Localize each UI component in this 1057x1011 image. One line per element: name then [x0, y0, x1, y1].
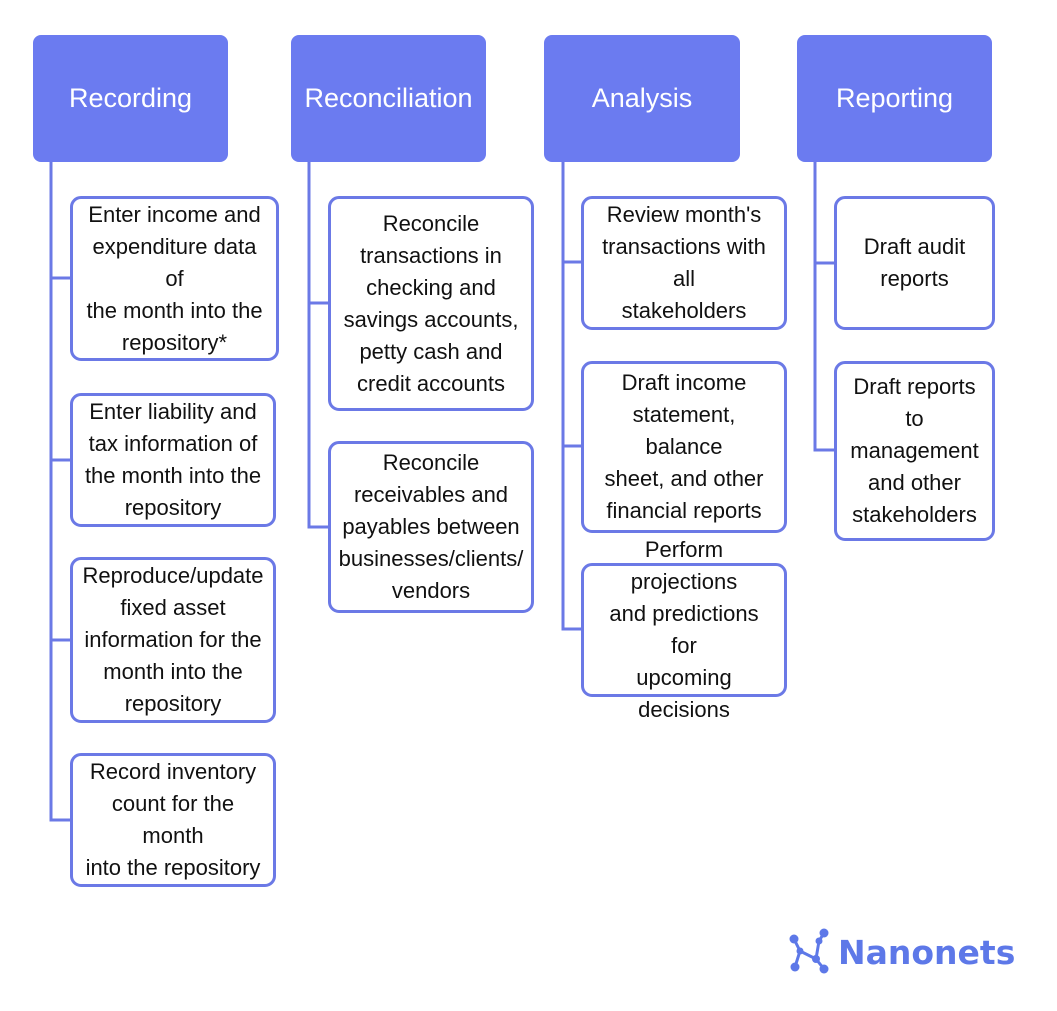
logo-text: Nanonets: [838, 932, 1016, 972]
header-analysis-label: Analysis: [591, 83, 693, 113]
header-reconciliation-label: Reconciliation: [304, 83, 473, 113]
header-analysis: Analysis: [544, 35, 740, 162]
header-reporting-label: Reporting: [835, 83, 954, 113]
header-recording: Recording: [33, 35, 228, 162]
nanonets-logo-icon: [789, 928, 829, 974]
header-reconciliation: Reconciliation: [291, 35, 486, 162]
header-recording-label: Recording: [68, 83, 193, 113]
nanonets-logo: Nanonets: [786, 924, 1016, 980]
header-reporting: Reporting: [797, 35, 992, 162]
